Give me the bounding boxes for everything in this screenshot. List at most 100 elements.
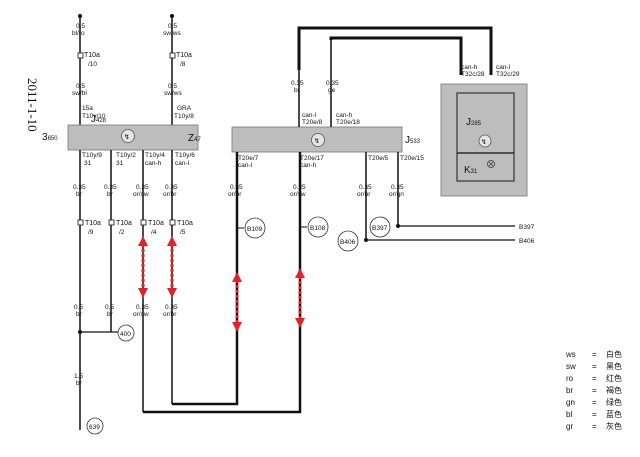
node-b109: B109: [247, 226, 263, 233]
svg-text:=: =: [592, 374, 597, 383]
mid-top-color2: ge: [328, 87, 336, 94]
lw-3-color: or/br: [163, 191, 177, 198]
mid-top-wire2: 0.35: [326, 80, 339, 87]
legend-row: gn=绿色: [566, 397, 622, 407]
svg-text:ro: ro: [566, 374, 574, 383]
legend-row: br=褐色: [566, 385, 622, 395]
pin-15a: 15a: [82, 105, 93, 112]
lw-5-color: or/sw: [290, 191, 306, 198]
lw-1-size: 0.35: [104, 184, 117, 191]
legend-row: gr=灰色: [566, 421, 622, 431]
arrow-down-icon: [167, 288, 177, 298]
conn-a-pin: /10: [88, 61, 97, 68]
svg-text:红色: 红色: [606, 373, 622, 383]
module-j285: can-h T32c/28 can-l T32c/29 J285 ↯ K31: [440, 64, 528, 197]
bw-1-size: 0.5: [105, 304, 114, 311]
lc-2-pin: /4: [151, 229, 157, 236]
svg-text:=: =: [592, 422, 597, 431]
legend-row: bl=蓝色: [566, 409, 622, 419]
lw-0-color: br: [76, 191, 83, 198]
arrow-down-icon: [232, 322, 242, 332]
lc-1: T10a: [116, 220, 132, 227]
lw-0-size: 0.35: [73, 184, 86, 191]
pin-t10y2: T10y/2: [116, 152, 136, 159]
mid-top-pin1a: can-l: [302, 112, 317, 119]
lc-0-pin: /9: [88, 229, 94, 236]
signal-arrows: [138, 236, 305, 332]
wire-a-size: 0.5: [76, 23, 85, 30]
module-j428-id: J428: [91, 114, 107, 125]
lw-3-size: 0.35: [165, 184, 178, 191]
svg-text:bl: bl: [566, 410, 572, 419]
pin-t10y9: T10y/9: [82, 152, 102, 159]
wire-b-size: 0.5: [168, 23, 177, 30]
legend-row: ws = 白色: [565, 349, 622, 359]
label-b397: B397: [519, 224, 535, 231]
arrow-down-icon: [295, 318, 305, 328]
bw-3-size: 0.35: [165, 304, 178, 311]
svg-text:=: =: [592, 386, 597, 395]
module-j533-id: J533: [405, 135, 421, 146]
j285-pin1b: T32c/28: [461, 71, 485, 78]
module-j428: ↯ J428 3650 Z47 T10y/9 T10y/2 T10y/4 T10…: [42, 114, 201, 167]
bw-1-color: br: [107, 311, 114, 318]
module-3650-id: 3650: [42, 132, 58, 143]
wire-b2-color: sw/ws: [164, 90, 182, 97]
wire-a2-color: sw/bl: [72, 90, 87, 97]
lw-1-color: br: [107, 191, 114, 198]
mid-top-color1: br: [294, 87, 301, 94]
svg-text:br: br: [566, 386, 573, 395]
svg-text:绿色: 绿色: [606, 397, 622, 407]
date-stamp: 2011-1-10: [25, 78, 40, 132]
lw-4-color: or/br: [228, 191, 242, 198]
j285-pin2a: can-l: [496, 64, 511, 71]
arrow-up-icon: [167, 236, 177, 246]
bw-3-color: or/br: [163, 311, 177, 318]
svg-text:白色: 白色: [606, 349, 622, 359]
svg-text:蓝色: 蓝色: [606, 409, 622, 419]
mid-top-wire1: 0.35: [291, 80, 304, 87]
pin-t10y8: T10y/8: [174, 113, 194, 120]
lw-7-size: 0.35: [391, 184, 404, 191]
j285-pin1a: can-h: [461, 64, 478, 71]
pin-31a: 31: [84, 160, 92, 167]
conn-b: T10a: [176, 52, 192, 59]
node-b108: B108: [310, 225, 326, 232]
svg-text:=: =: [592, 398, 597, 407]
legend-row: ro = 红色: [566, 373, 622, 383]
pin-t10y6: T10y/6: [175, 152, 195, 159]
pin-t10y4: T10y/4: [145, 152, 165, 159]
wire-b-color: sw/ws: [163, 30, 181, 37]
pin-t20e15: T20e/15: [400, 155, 424, 162]
bw-4-color: br: [76, 380, 83, 387]
node-b406: B406: [340, 239, 356, 246]
arrow-up-icon: [295, 268, 305, 278]
module-k31-id: K31: [464, 165, 478, 176]
lw-5-size: 0.35: [293, 184, 306, 191]
conn-a: T10a: [84, 52, 100, 59]
module-j285-id: J285: [466, 117, 482, 128]
pin-t20e17: T20e/17: [300, 155, 324, 162]
arrow-down-icon: [138, 288, 148, 298]
pin-gra: GRA: [177, 105, 192, 112]
svg-text:灰色: 灰色: [606, 421, 622, 431]
module-z47-id: Z47: [188, 133, 201, 144]
pin-can-h-left: can-h: [145, 160, 162, 167]
pin-t20e5: T20e/5: [368, 155, 389, 162]
arrow-up-icon: [138, 236, 148, 246]
svg-text:ws: ws: [565, 350, 576, 359]
module-j285-symbol: ↯: [481, 138, 487, 146]
lc-3: T10a: [177, 220, 193, 227]
lc-1-pin: /2: [119, 229, 125, 236]
legend-row: sw=黑色: [566, 361, 622, 371]
lw-6-size: 0.35: [359, 184, 372, 191]
lw-2-color: or/sw: [133, 191, 149, 198]
color-legend: ws=白色 sw=黑色 ro=红色 br=褐色 gn=绿色 bl=蓝色 gr=灰…: [565, 349, 622, 431]
pin-can-l-left: can-l: [175, 160, 190, 167]
node-639: 639: [89, 424, 100, 431]
wire-a2-size: 0.5: [76, 83, 85, 90]
label-b406: B406: [519, 238, 535, 245]
svg-text:=: =: [592, 350, 597, 359]
mid-top-pin2b: T20e/18: [336, 119, 360, 126]
